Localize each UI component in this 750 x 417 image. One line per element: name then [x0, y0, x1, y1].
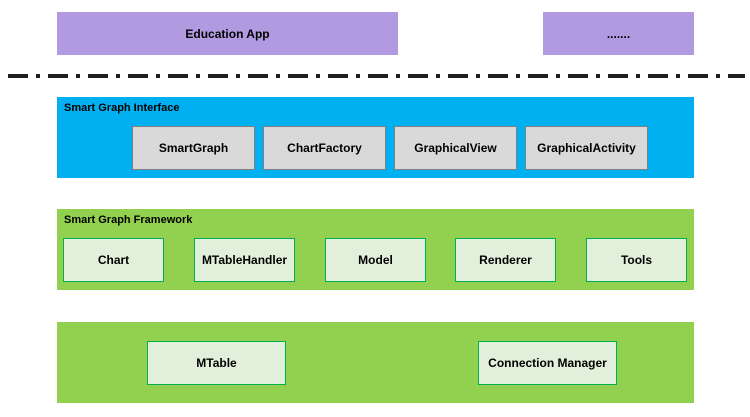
model-box: Model [325, 238, 426, 282]
graphicalactivity-label: GraphicalActivity [537, 141, 636, 155]
connection-manager-label: Connection Manager [488, 356, 607, 370]
chartfactory-label: ChartFactory [287, 141, 362, 155]
more-apps-box: ....... [543, 12, 694, 55]
chartfactory-box: ChartFactory [263, 126, 386, 170]
layer-separator-line [8, 74, 745, 78]
interface-layer-title: Smart Graph Interface [64, 102, 180, 114]
tools-box: Tools [586, 238, 687, 282]
mtable-box: MTable [147, 341, 286, 385]
graphicalview-box: GraphicalView [394, 126, 517, 170]
smartgraph-box: SmartGraph [132, 126, 255, 170]
mtablehandler-box: MTableHandler [194, 238, 295, 282]
education-app-box: Education App [57, 12, 398, 55]
tools-label: Tools [620, 253, 653, 267]
model-label: Model [358, 253, 393, 267]
renderer-label: Renderer [479, 253, 532, 267]
graphicalactivity-box: GraphicalActivity [525, 126, 648, 170]
renderer-box: Renderer [455, 238, 556, 282]
framework-layer-title: Smart Graph Framework [64, 214, 193, 226]
chart-label: Chart [97, 253, 130, 267]
more-apps-label: ....... [606, 26, 631, 41]
smartgraph-label: SmartGraph [158, 141, 229, 155]
mtable-label: MTable [196, 356, 237, 370]
connection-manager-box: Connection Manager [478, 341, 617, 385]
graphicalview-label: GraphicalView [414, 141, 497, 155]
education-app-label: Education App [185, 26, 270, 41]
chart-box: Chart [63, 238, 164, 282]
mtablehandler-label: MTableHandler [201, 253, 288, 267]
